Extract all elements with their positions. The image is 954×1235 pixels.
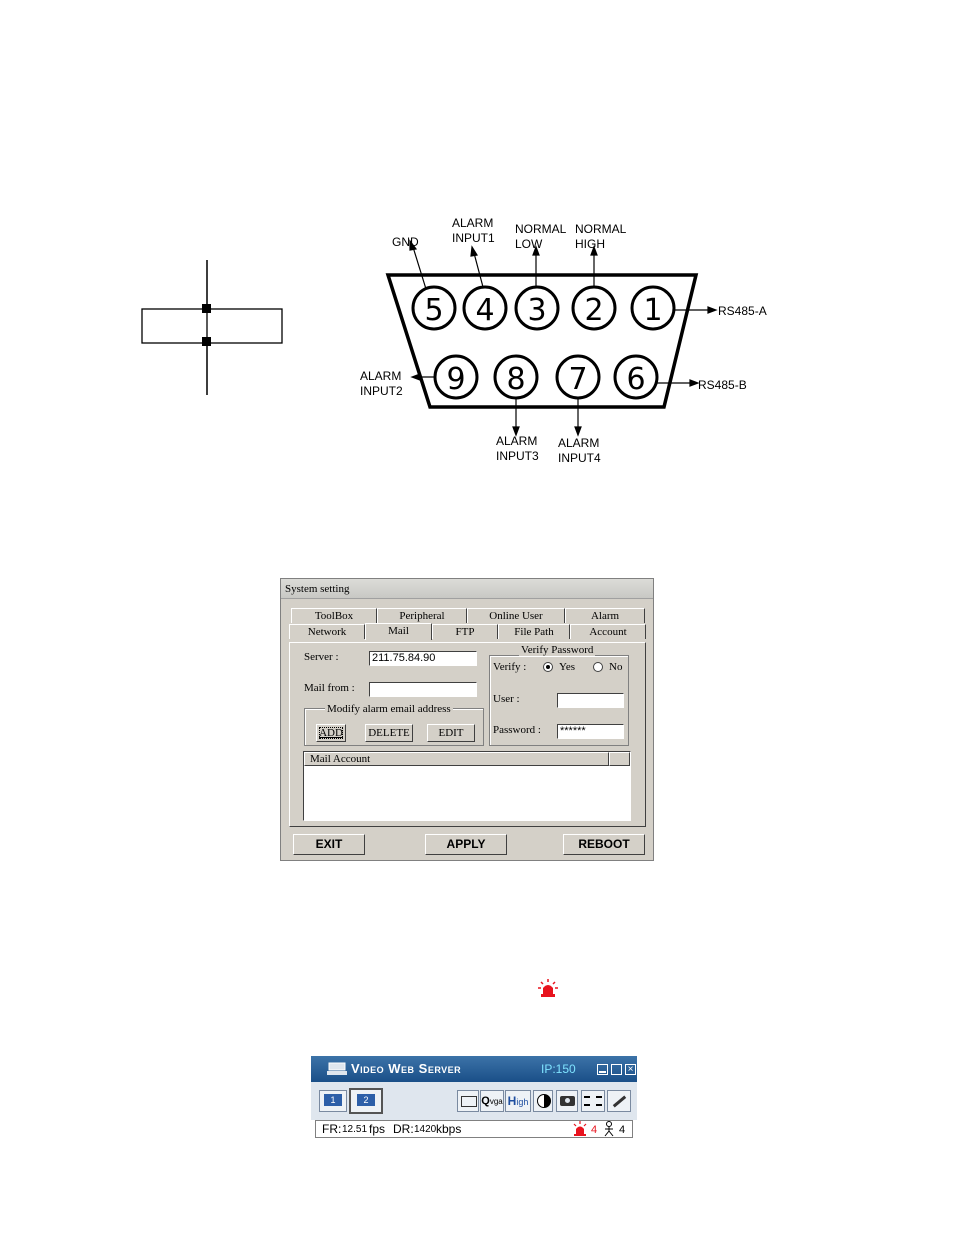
label-alarm-input1-b: INPUT1	[452, 231, 495, 245]
mail-account-column-extra[interactable]	[609, 752, 630, 766]
high-quality-button[interactable]: High	[505, 1090, 531, 1112]
label-normal-high-a: NORMAL	[575, 222, 627, 236]
verify-no-radio[interactable]	[593, 662, 603, 672]
high-h: H	[507, 1094, 517, 1108]
maximize-icon[interactable]	[611, 1064, 622, 1075]
label-rs485a: RS485-A	[718, 304, 767, 318]
snapshot-camera-icon[interactable]	[556, 1090, 578, 1112]
label-normal-low-b: LOW	[515, 237, 543, 251]
apply-button[interactable]: APPLY	[425, 834, 507, 855]
fr-label: FR:	[322, 1122, 342, 1136]
pin-5: 5	[424, 293, 443, 328]
db9-pinout-diagram: 5 4 3 2 1 9 8 7 6 GND ALARM INPUT1 NORMA…	[360, 216, 767, 465]
settings-tools-icon[interactable]	[607, 1090, 631, 1112]
pin-7: 7	[568, 362, 587, 397]
dialog-title: System setting	[281, 579, 653, 599]
password-input[interactable]: ******	[557, 724, 624, 739]
dr-value: 1420	[414, 1124, 437, 1135]
server-input[interactable]: 211.75.84.90	[369, 651, 477, 666]
pin-8: 8	[506, 362, 525, 397]
channel-2-button[interactable]: 2	[349, 1088, 383, 1114]
pin-6: 6	[626, 362, 645, 397]
vws-title-bar: Video Web Server IP:150 ×	[311, 1056, 637, 1082]
alarm-siren-icon	[538, 979, 558, 997]
minimize-icon[interactable]	[597, 1064, 608, 1075]
verify-label: Verify :	[493, 661, 527, 673]
wire-box-diagram	[141, 260, 283, 395]
tab-mail[interactable]: Mail	[365, 623, 432, 640]
alarm-count: 4	[591, 1124, 598, 1136]
add-button[interactable]: ADD	[316, 724, 346, 742]
label-alarm-input4-b: INPUT4	[558, 451, 601, 465]
verify-yes-label[interactable]: Yes	[559, 661, 576, 673]
alarm-status-icon	[573, 1121, 587, 1136]
mail-panel	[289, 642, 646, 827]
tab-account[interactable]: Account	[570, 624, 646, 639]
fr-value: 12.51	[342, 1124, 368, 1135]
pin-9: 9	[446, 362, 465, 397]
tab-online-user[interactable]: Online User	[467, 608, 565, 623]
tab-file-path[interactable]: File Path	[498, 624, 570, 639]
qvga-button[interactable]: Qvga	[480, 1090, 504, 1112]
qvga-rest: vga	[489, 1097, 503, 1106]
online-user-icon	[604, 1121, 614, 1137]
close-icon[interactable]: ×	[625, 1064, 636, 1075]
qvga-q: Q	[481, 1095, 490, 1107]
edit-button[interactable]: EDIT	[427, 724, 475, 742]
modify-email-group-label: Modify alarm email address	[325, 703, 453, 715]
verify-no-label[interactable]: No	[609, 661, 623, 673]
label-alarm-input3-a: ALARM	[496, 434, 537, 448]
tab-peripheral[interactable]: Peripheral	[377, 608, 467, 623]
label-alarm-input3-b: INPUT3	[496, 449, 539, 463]
tab-network[interactable]: Network	[289, 624, 365, 639]
fr-unit: fps	[369, 1122, 386, 1136]
dr-unit: kbps	[436, 1122, 462, 1136]
user-input[interactable]	[557, 693, 624, 708]
pin-1: 1	[643, 293, 662, 328]
pin-4: 4	[475, 293, 494, 328]
record-film-icon[interactable]	[581, 1090, 605, 1112]
vws-title: Video Web Server	[351, 1061, 462, 1076]
password-label: Password :	[493, 724, 541, 736]
user-count: 4	[619, 1124, 626, 1136]
delete-button[interactable]: DELETE	[365, 724, 413, 742]
server-icon	[327, 1062, 347, 1075]
label-alarm-input4-a: ALARM	[558, 436, 599, 450]
tab-toolbox[interactable]: ToolBox	[291, 608, 377, 623]
user-label: User :	[493, 693, 520, 705]
video-web-server-window: Video Web Server IP:150 × 1 2 Qvga High	[311, 1056, 637, 1138]
verify-password-group-label: Verify Password	[519, 644, 596, 656]
high-rest: igh	[516, 1097, 529, 1107]
mail-account-column-header[interactable]: Mail Account	[304, 752, 609, 766]
mail-from-input[interactable]	[369, 682, 477, 697]
dr-label: DR:	[393, 1122, 414, 1136]
vws-status-bar: FR: 12.51 fps DR: 1420 kbps 4 4	[315, 1120, 633, 1138]
tab-alarm[interactable]: Alarm	[565, 608, 645, 623]
system-setting-dialog: System setting ToolBox Peripheral Online…	[280, 578, 654, 861]
tab-ftp[interactable]: FTP	[432, 624, 498, 639]
label-alarm-input1-a: ALARM	[452, 216, 493, 230]
mail-from-label: Mail from :	[304, 682, 355, 694]
exit-button[interactable]: EXIT	[293, 834, 365, 855]
label-gnd: GND	[392, 235, 419, 249]
label-rs485b: RS485-B	[698, 378, 747, 392]
channel-1-label: 1	[324, 1094, 342, 1106]
label-alarm-input2-a: ALARM	[360, 369, 401, 383]
ip-label: IP:150	[541, 1062, 576, 1076]
pin-2: 2	[584, 293, 603, 328]
reboot-button[interactable]: REBOOT	[563, 834, 645, 855]
channel-2-label: 2	[357, 1094, 375, 1106]
verify-yes-radio[interactable]	[543, 662, 553, 672]
device-icon[interactable]	[457, 1090, 479, 1112]
pin-3: 3	[527, 293, 546, 328]
server-label: Server :	[304, 651, 339, 663]
vws-toolbar: 1 2 Qvga High	[311, 1082, 637, 1120]
channel-1-button[interactable]: 1	[319, 1090, 347, 1112]
label-normal-low-a: NORMAL	[515, 222, 567, 236]
label-normal-high-b: HIGH	[575, 237, 605, 251]
contrast-icon[interactable]	[533, 1090, 553, 1112]
label-alarm-input2-b: INPUT2	[360, 384, 403, 398]
